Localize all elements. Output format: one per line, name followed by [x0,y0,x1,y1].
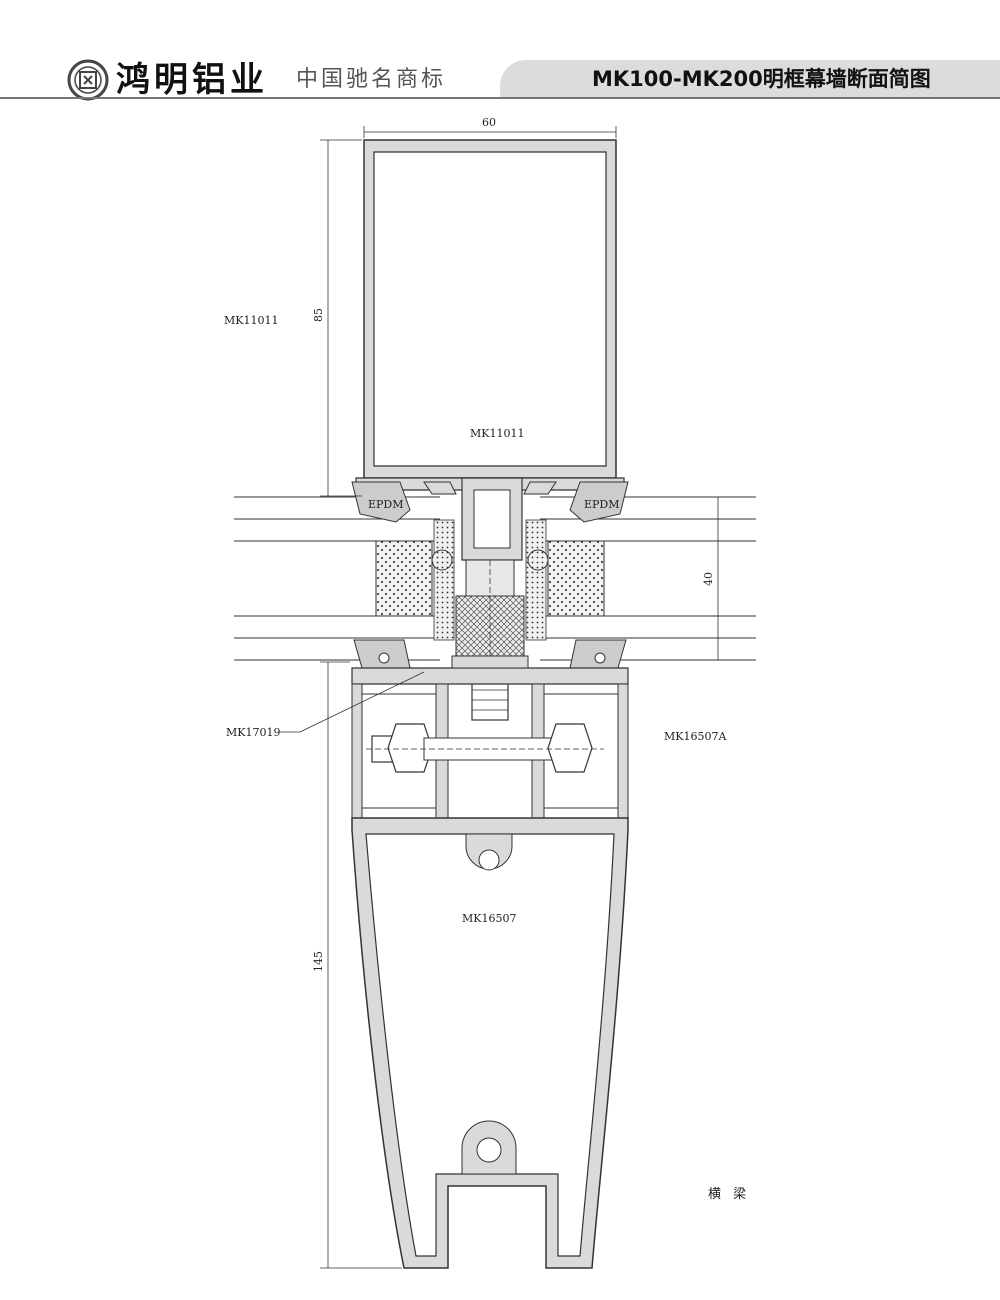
pressure-plate-and-cover [351,655,629,819]
brand-slogan: 中国驰名商标 [296,67,447,92]
title-tab [500,60,1000,98]
label-mullion-inner: MK16507 [462,912,516,925]
dimension-upper-height: 85 [312,308,325,322]
brand-logo-icon [67,59,109,101]
dimension-top-width: 60 [482,116,496,129]
label-upper-profile-inner: MK11011 [470,427,524,440]
horizontal-bolt [366,723,604,773]
label-gasket-left: EPDM [368,498,404,511]
dimension-glass-thickness: 40 [702,572,715,586]
label-note: 横 梁 [708,1187,750,1202]
label-cover-right: MK16507A [664,730,727,743]
label-gasket-right: EPDM [584,498,620,511]
lower-mullion-profile [351,817,629,1269]
epdm-gaskets [351,481,629,669]
upper-box-profile [355,139,625,561]
dimension-lower-height: 145 [312,951,325,972]
brand-name: 鸿明铝业 [116,60,268,100]
document-title: MK100-MK200明框幕墙断面简图 [592,67,931,91]
isolator-and-bolt [431,549,549,721]
label-pressure-plate: MK17019 [226,726,280,739]
label-upper-profile-left: MK11011 [224,314,278,327]
dimension-lines [280,126,740,1269]
header-rule [0,97,1000,99]
page-header: 鸿明铝业 中国驰名商标 MK100-MK200明框幕墙断面简图 [0,0,1000,101]
